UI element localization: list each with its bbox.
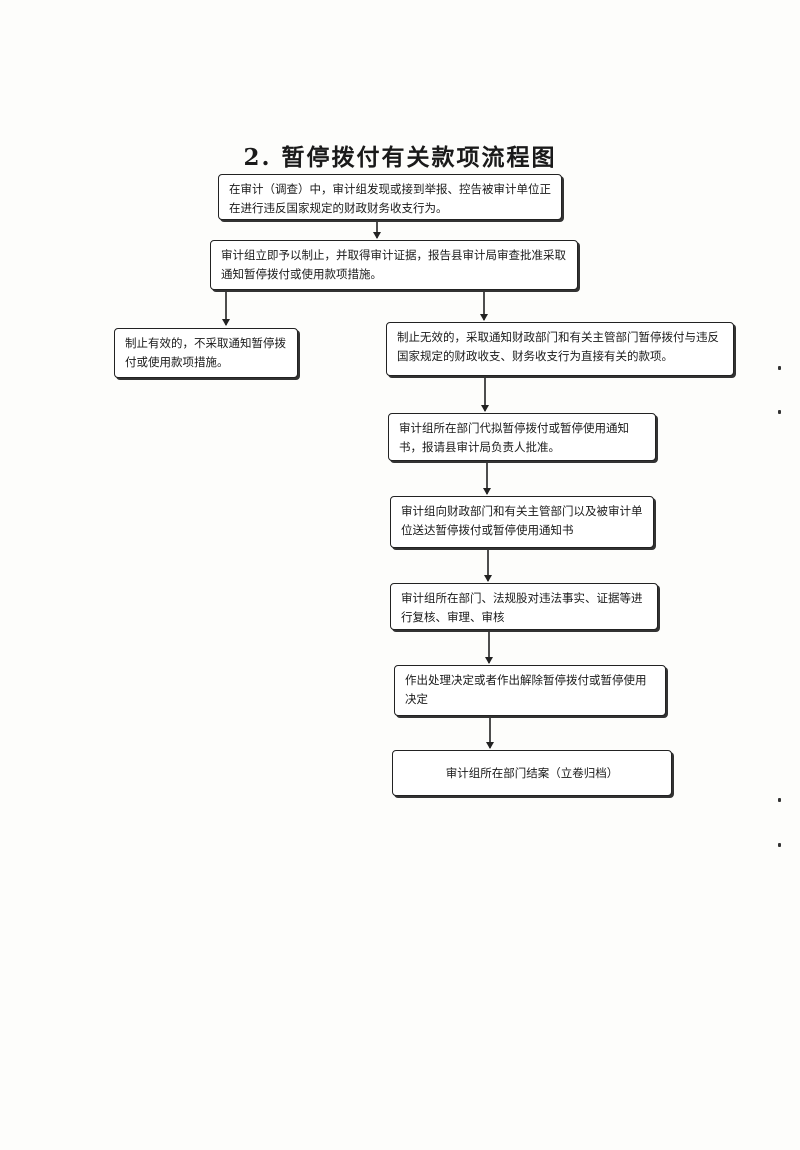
step-text: 审计组向财政部门和有关主管部门以及被审计单位送达暂停拨付或暂停使用通知书 <box>401 504 643 537</box>
scan-speck <box>778 843 781 847</box>
scan-speck <box>778 366 781 370</box>
step-box-review-facts: 审计组所在部门、法规股对违法事实、证据等进行复核、审理、审核 <box>390 583 658 630</box>
step-text: 制止无效的，采取通知财政部门和有关主管部门暂停拨付与违反国家规定的财政收支、财务… <box>397 330 719 363</box>
step-box-stop-and-report: 审计组立即予以制止，并取得审计证据，报告县审计局审查批准采取通知暂停拨付或使用款… <box>210 240 578 290</box>
step-text: 制止有效的，不采取通知暂停拨付或使用款项措施。 <box>125 336 286 369</box>
page-title: 2. 暂停拨付有关款项流程图 <box>243 144 557 171</box>
step-box-make-decision: 作出处理决定或者作出解除暂停拨付或暂停使用决定 <box>394 665 666 716</box>
step-text: 审计组所在部门、法规股对违法事实、证据等进行复核、审理、审核 <box>401 591 643 624</box>
step-box-deliver-notice: 审计组向财政部门和有关主管部门以及被审计单位送达暂停拨付或暂停使用通知书 <box>390 496 654 548</box>
step-box-close-case: 审计组所在部门结案（立卷归档） <box>392 750 672 796</box>
scan-speck <box>778 798 781 802</box>
step-text: 在审计（调查）中，审计组发现或接到举报、控告被审计单位正在进行违反国家规定的财政… <box>229 182 551 215</box>
step-box-discover-violation: 在审计（调查）中，审计组发现或接到举报、控告被审计单位正在进行违反国家规定的财政… <box>218 174 562 220</box>
step-text: 审计组所在部门代拟暂停拨付或暂停使用通知书，报请县审计局负责人批准。 <box>399 421 629 454</box>
scan-speck <box>778 410 781 414</box>
step-box-stop-effective: 制止有效的，不采取通知暂停拨付或使用款项措施。 <box>114 328 298 378</box>
step-box-stop-ineffective: 制止无效的，采取通知财政部门和有关主管部门暂停拨付与违反国家规定的财政收支、财务… <box>386 322 734 376</box>
step-text: 作出处理决定或者作出解除暂停拨付或暂停使用决定 <box>405 673 647 706</box>
step-text: 审计组立即予以制止，并取得审计证据，报告县审计局审查批准采取通知暂停拨付或使用款… <box>221 248 566 281</box>
step-box-draft-notice: 审计组所在部门代拟暂停拨付或暂停使用通知书，报请县审计局负责人批准。 <box>388 413 656 461</box>
step-text: 审计组所在部门结案（立卷归档） <box>445 765 619 780</box>
